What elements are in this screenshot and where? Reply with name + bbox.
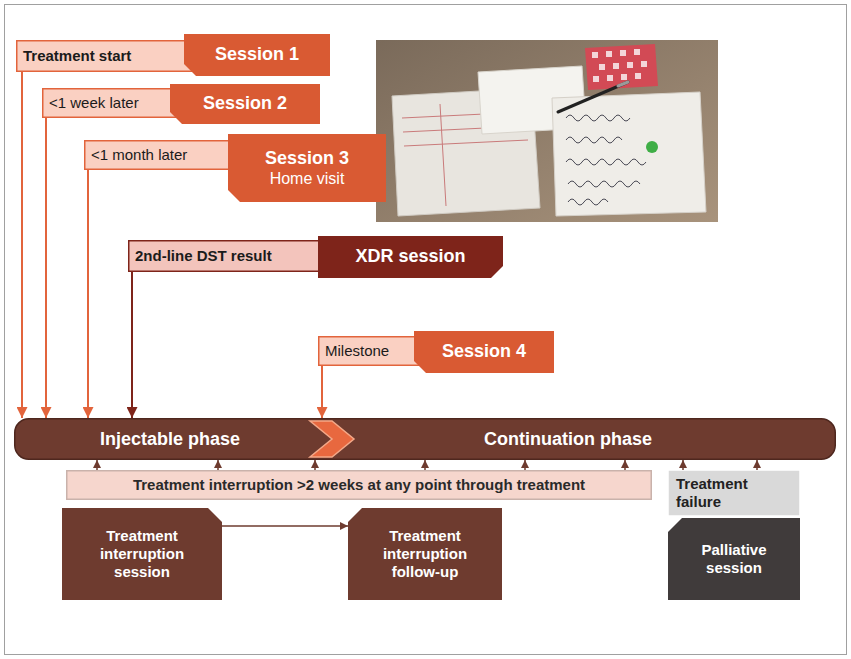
session-box: Treatment interruption follow-up (348, 508, 502, 600)
session-box: Session 4 (414, 331, 554, 373)
handwriting (566, 115, 646, 205)
box-fill (129, 241, 328, 272)
event-label: Milestone (325, 342, 389, 360)
box-fill (414, 331, 554, 373)
connector-arrow (624, 460, 626, 470)
checkered-pad (585, 44, 658, 90)
timeline-bar: Injectable phase Continuation phase (14, 418, 836, 460)
box-fill (348, 508, 502, 600)
phase-chevron (310, 421, 354, 457)
box-fill (67, 471, 652, 500)
figure-frame (5, 5, 847, 655)
interruption-band: Treatment interruption >2 weeks at any p… (66, 470, 652, 500)
session-box: Session 3Home visit (228, 134, 386, 202)
session-label: Palliative session (678, 541, 790, 577)
session-note: Home visit (270, 169, 345, 188)
box-fill (85, 141, 239, 170)
session-label: Treatment interruption follow-up (358, 527, 492, 581)
bar-fill (15, 419, 836, 460)
connector-arrow (131, 272, 133, 418)
desk (376, 40, 718, 222)
connector-arrow (424, 460, 426, 470)
box-fill (17, 41, 194, 72)
connector-arrow (96, 460, 98, 470)
event-tab: Treatment start (16, 40, 194, 72)
connector-arrow (222, 525, 348, 527)
connector-arrow (21, 72, 23, 418)
event-label: Treatment start (23, 47, 131, 65)
event-label: 2nd-line DST result (135, 247, 272, 265)
connector-arrow (314, 460, 316, 470)
event-tab: <1 week later (42, 88, 178, 118)
session-label: Session 3 (265, 148, 349, 170)
pen-tip (618, 82, 628, 86)
event-tab: Milestone (318, 336, 422, 366)
session-box: Treatment interruption session (62, 508, 222, 600)
box-fill (184, 34, 330, 76)
box-fill (668, 518, 800, 600)
connector-arrow (87, 170, 89, 418)
event-tab: <1 month later (84, 140, 239, 170)
photo (376, 40, 718, 222)
outcome-label: Treatment failure (676, 475, 792, 511)
session-box: Session 2 (170, 84, 320, 124)
connector-arrow (682, 460, 684, 470)
connector-arrow (321, 366, 323, 418)
phase-label: Injectable phase (100, 418, 240, 460)
box-fill (228, 134, 386, 202)
band-label: Treatment interruption >2 weeks at any p… (133, 476, 585, 494)
session-label: Session 4 (442, 341, 526, 363)
connector-arrow (45, 118, 47, 418)
connector-arrow (524, 460, 526, 470)
outcome-box: Treatment failure (668, 470, 800, 516)
box-fill (62, 508, 222, 600)
box-fill (318, 236, 503, 278)
green-dot (646, 141, 658, 153)
session-label: XDR session (355, 246, 465, 268)
session-box: Session 1 (184, 34, 330, 76)
session-label: Session 1 (215, 44, 299, 66)
phase-label: Continuation phase (484, 418, 652, 460)
session-label: Treatment interruption session (72, 527, 212, 581)
session-box-shape (228, 134, 386, 202)
session-box: Palliative session (668, 518, 800, 600)
event-label: <1 week later (49, 94, 139, 112)
box-fill (669, 471, 800, 516)
pen (558, 82, 628, 112)
connector-arrow (756, 460, 758, 470)
checkered-pattern (592, 49, 647, 82)
box-fill (319, 337, 422, 366)
box-fill (43, 89, 178, 118)
session-label: Session 2 (203, 93, 287, 115)
connector-arrow (217, 460, 219, 470)
event-tab: 2nd-line DST result (128, 240, 328, 272)
note-paper (552, 92, 706, 216)
box-fill (170, 84, 320, 124)
event-label: <1 month later (91, 146, 187, 164)
session-box: XDR session (318, 236, 503, 278)
